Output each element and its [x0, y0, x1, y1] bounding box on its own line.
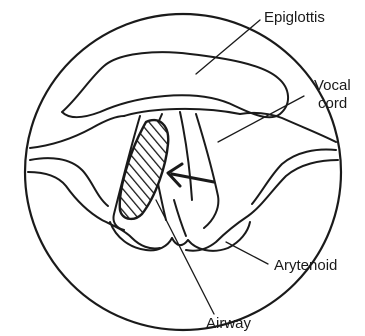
leader-vocal-cord [218, 96, 304, 142]
vocal-cord-lesion [120, 120, 168, 219]
leader-epiglottis [196, 20, 260, 74]
interarytenoid-notch [172, 238, 188, 245]
airway-label: Airway [206, 316, 251, 332]
right-glottic-margin [180, 112, 192, 200]
right-vocal-cord [196, 114, 218, 228]
right-piriform-contour [252, 150, 336, 204]
left-arytenoid [110, 222, 172, 250]
arytenoid-label: Arytenoid [274, 258, 337, 274]
vocal-cord-label-line2: cord [318, 96, 347, 112]
anterior-commissure [124, 109, 240, 116]
epiglottis-label: Epiglottis [264, 10, 325, 26]
airway-detail-2 [174, 200, 186, 236]
leader-arytenoid [226, 242, 268, 264]
right-pharyngeal-wall [186, 160, 338, 251]
leader-airway [156, 200, 214, 314]
field-of-view-circle [25, 14, 341, 330]
left-aryepiglottic-fold [30, 116, 124, 148]
epiglottis-shape [62, 52, 288, 117]
vocal-cord-label-line1: Vocal [314, 78, 351, 94]
right-arytenoid [188, 222, 250, 251]
left-piriform-contour [30, 158, 108, 206]
right-aryepiglottic-fold [240, 113, 336, 142]
